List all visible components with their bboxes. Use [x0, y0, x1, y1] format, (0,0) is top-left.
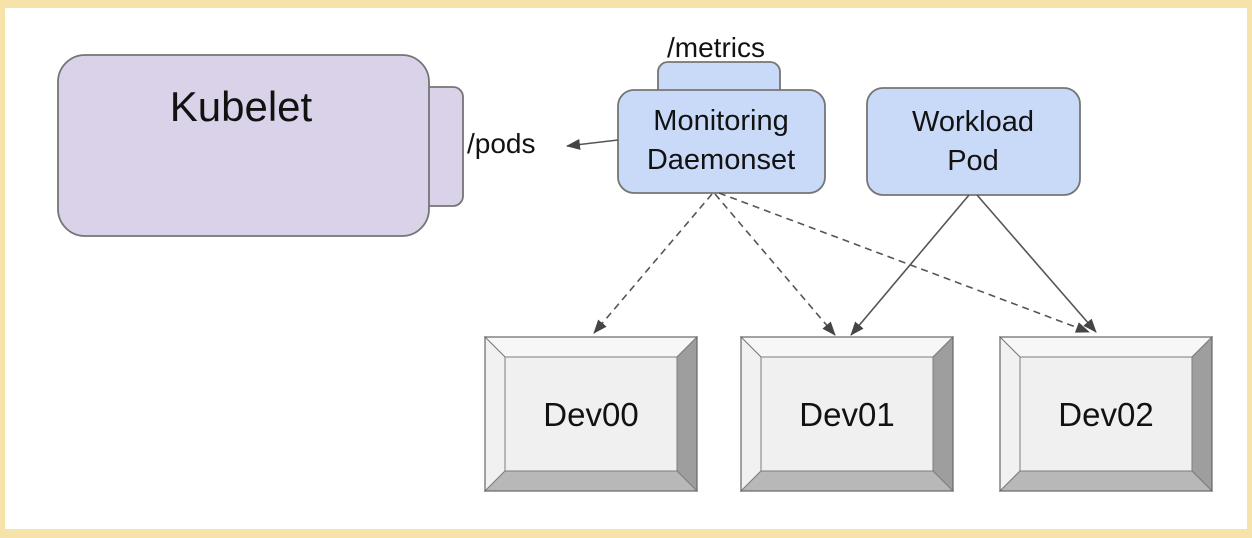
arrow-workload-to-dev01 — [850, 194, 970, 336]
device-bottom-bevel — [998, 470, 1214, 492]
kubelet-node: Kubelet — [57, 54, 464, 237]
device-top-bevel — [998, 336, 1214, 358]
arrow-monitoring-to-pods — [566, 139, 619, 150]
device-right-bevel — [932, 335, 954, 493]
canvas-border-left — [0, 0, 5, 538]
monitoring-daemonset-node: Monitoring Daemonset — [617, 61, 826, 194]
device-right-bevel — [676, 335, 698, 493]
arrow-monitoring-to-dev02 — [718, 192, 1090, 333]
monitoring-daemonset-box — [617, 89, 826, 194]
device-right-bevel — [1191, 335, 1213, 493]
workload-pod-box — [866, 87, 1081, 196]
monitoring-daemonset-label-line1: Monitoring — [653, 105, 788, 137]
kubelet-box — [57, 54, 430, 237]
arrow-monitoring-to-dev01 — [714, 193, 836, 336]
device-outline — [740, 336, 954, 492]
arrow-monitoring-to-dev00 — [593, 193, 713, 334]
workload-pod-node: Workload Pod — [866, 87, 1081, 196]
device-left-bevel — [484, 335, 506, 493]
workload-pod-label-line2: Pod — [947, 145, 999, 177]
pods-endpoint-label: /pods — [467, 128, 536, 159]
device-face — [504, 356, 678, 472]
device-left-bevel — [740, 335, 762, 493]
device-outline — [484, 336, 698, 492]
device-bottom-bevel — [483, 470, 699, 492]
device-dev01: Dev01 — [739, 335, 955, 493]
canvas-border-top — [0, 0, 1252, 8]
device-outline — [999, 336, 1213, 492]
kubelet-label: Kubelet — [170, 83, 313, 130]
device-left-bevel — [999, 335, 1021, 493]
device-dev01-label: Dev01 — [799, 396, 894, 433]
metrics-endpoint-label: /metrics — [667, 32, 765, 63]
monitoring-daemonset-label-line2: Daemonset — [647, 144, 795, 176]
device-face — [760, 356, 934, 472]
device-face — [1019, 356, 1193, 472]
device-top-bevel — [483, 336, 699, 358]
device-dev00: Dev00 — [483, 335, 699, 493]
canvas-border-bottom — [0, 529, 1252, 538]
canvas-border-right — [1247, 0, 1252, 538]
arrow-workload-to-dev02 — [976, 194, 1097, 333]
device-dev00-label: Dev00 — [543, 396, 638, 433]
device-bottom-bevel — [739, 470, 955, 492]
device-dev02-label: Dev02 — [1058, 396, 1153, 433]
workload-pod-label-line1: Workload — [912, 106, 1034, 138]
device-top-bevel — [739, 336, 955, 358]
device-dev02: Dev02 — [998, 335, 1214, 493]
